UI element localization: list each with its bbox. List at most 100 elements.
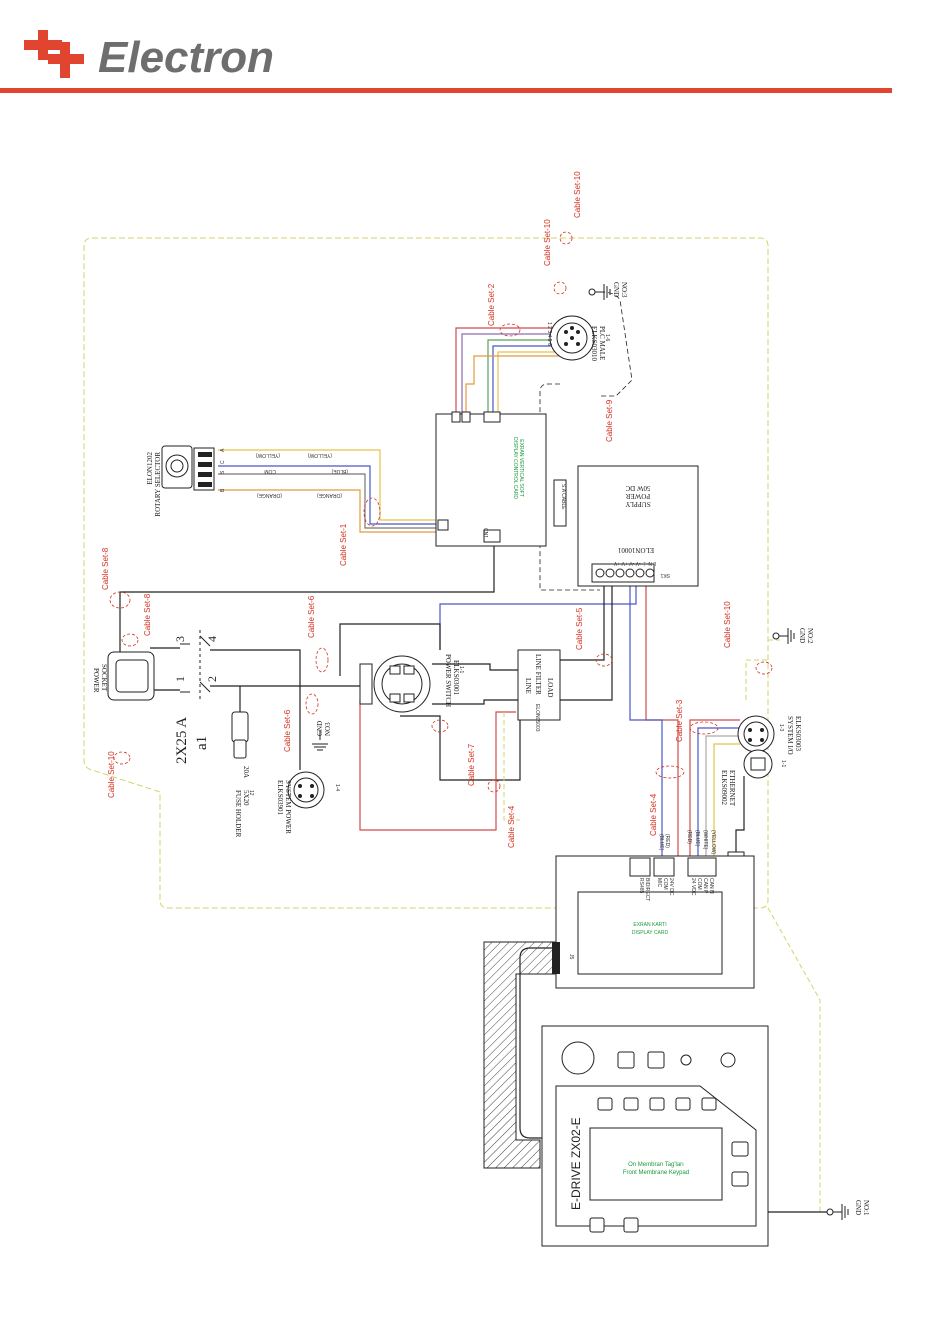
wire-rotary-yellow (218, 449, 440, 521)
wire-ethernet (735, 776, 745, 860)
rotary-pin-b: B (220, 488, 226, 492)
plc-part: ELKS03010 (590, 326, 598, 362)
power-socket-line1: POWER (92, 668, 100, 693)
rotary-wire-com: COM (264, 468, 276, 474)
rotary-wire-yellow: (YELLOW) (255, 452, 280, 458)
cable-set-5: Cable Set-5 (575, 607, 584, 650)
display-port-bidirect: BIDIRECT (644, 878, 650, 901)
cable-set-7: Cable Set-7 (467, 743, 476, 786)
rotary-pin-s: S (220, 470, 226, 474)
display-card-j5: J5 (568, 954, 574, 960)
wire-psu-black2 (560, 586, 605, 661)
line-filter-load: LOAD (546, 678, 554, 697)
edrive-screen (589, 1127, 723, 1201)
psu-line2: POWER (625, 492, 650, 500)
control-card: EXRAN VERTICAL SOFT DISPLAY CONTROL CARD… (435, 411, 547, 547)
logo-text: Electron (98, 33, 274, 82)
display-port-cann: CAN N (708, 878, 714, 894)
system-power-name: SYSTEM POWER (284, 780, 292, 834)
wire-switch-bottom (400, 715, 521, 781)
sa-cable: S.A CABLE (553, 479, 567, 527)
wire-plc-1 (455, 327, 560, 416)
cable-markers (109, 231, 773, 793)
wire-plc-4 (492, 345, 560, 416)
system-io-line1: SYSTEM I/O (786, 716, 794, 755)
line-filter: LINE FILTER LINE LOAD ELON05003 (517, 649, 561, 732)
wire-rotary-blue (218, 465, 440, 525)
wire-io-red (689, 719, 740, 860)
io-wire-yellow: (YELLOW) (710, 830, 716, 855)
edrive-eject-icon (731, 1171, 749, 1187)
wire-plc-5 (497, 351, 560, 416)
cable-set-10a: Cable Set-10 (543, 219, 552, 266)
control-card-line1: EXRAN VERTICAL SOFT (518, 439, 524, 497)
io-wire-blue: (BLUE) (694, 830, 700, 847)
gnd-2: GND NO:2 (772, 628, 814, 644)
edrive-unit: On Membran Tag'ları Front Membrane Keypa… (541, 1025, 769, 1247)
breaker-pin-1: 1 (173, 676, 187, 682)
edrive-screen-line1: On Membran Tag'ları (628, 1162, 684, 1168)
wire-plc-6 (465, 355, 560, 416)
fuse-line2: 5X20 (242, 790, 250, 806)
display-port-24v: 24V DC (668, 878, 674, 896)
display-card-line2: DISPLAY CARD (632, 930, 669, 936)
rotary-wire-blue: (BLUE) (331, 468, 348, 474)
line-filter-title: LINE FILTER (534, 654, 542, 695)
display-port-com: COM (662, 878, 668, 890)
wire-psu-blue (439, 586, 637, 650)
edrive-up-icon (731, 1141, 749, 1157)
breaker-type: a1 (194, 736, 210, 750)
edrive-key-row (597, 1097, 717, 1111)
ground-dash-filter (503, 712, 520, 821)
ethernet-pin: 1-1 (780, 760, 786, 767)
cable-set-6b: Cable Set-6 (283, 709, 292, 752)
edrive-power-icon (589, 1217, 605, 1233)
gnd-3: GND NO:3 (588, 282, 628, 300)
wire-io-yellow (713, 743, 740, 860)
psu-line1: 50W DC (625, 484, 650, 492)
control-card-cn1: CN1 (482, 528, 488, 538)
rotary-name: ROTARY SELECTOR (154, 452, 162, 517)
display-port-com2: COM (696, 878, 702, 890)
system-io: SYSTEM I/O ELKS03003 1-3 (737, 715, 802, 755)
psu-part: ELON10001 (617, 546, 654, 554)
gnd-no3-filter: GND NO3 (312, 721, 332, 751)
cable-set-10b: Cable Set-10 (573, 171, 582, 218)
display-card-line1: EXRAN KARTI (633, 922, 666, 928)
system-power: ELKS03901 SYSTEM POWER 1-4 (276, 771, 340, 834)
breaker-pin-3: 3 (173, 636, 187, 642)
edrive-indicator-icon (720, 1052, 736, 1068)
wire-psu-blue2 (629, 586, 663, 860)
cabinet-boundary (83, 237, 769, 909)
gnd1-line1: GND (854, 1200, 862, 1215)
cable-set-4a: Cable Set-4 (649, 793, 658, 836)
ethernet-part: ELKS09002 (720, 770, 728, 806)
wire-plc-2 (461, 333, 560, 416)
system-power-part: ELKS03901 (276, 780, 284, 816)
edrive-grid-icon (623, 1217, 639, 1233)
power-socket: POWER SOCKET (92, 651, 155, 701)
wire-plc-3 (487, 339, 560, 416)
rotary-wire-yellow2: (YELLOW) (307, 452, 332, 458)
wire-switch-loop (339, 623, 441, 676)
power-supply: 50W DC POWER SUPPLY ELON10001 L N ⏚ -V -… (577, 465, 699, 587)
logo-plus-icon (24, 30, 84, 78)
plc-pins: 1 2 3 4 5 6 (546, 322, 552, 346)
edrive-knob-icon (561, 1041, 595, 1075)
plc-connector: ELKS03010 PLC MALE 1-6 1 2 3 4 5 6 (546, 315, 610, 362)
power-switch: POWER SWITCH ELKS03001 1-1 (359, 654, 464, 713)
rotary-selector: ELON1202 ROTARY SELECTOR B S C A (YELLOW… (146, 445, 348, 517)
display-wire-blue: (BLUE) (658, 834, 664, 851)
rotary-part: ELON1202 (146, 452, 154, 485)
ethernet: ELKS09002 ETHERNET 1-1 (720, 749, 786, 871)
gnd2-line1: GND (798, 628, 806, 643)
edrive-gear-icon (680, 1054, 692, 1066)
control-card-line2: DISPLAY CONTROL CARD (512, 437, 518, 499)
breaker-pin-4: 4 (205, 636, 219, 642)
breaker: 3 4 1 2 2X25 A a1 (173, 630, 219, 764)
display-port-canp: CAN P (702, 878, 708, 894)
cable-set-8a: Cable Set-8 (101, 547, 110, 590)
io-wire-white: (WHITE) (702, 830, 708, 850)
rotary-wire-orange: (ORANGE) (257, 492, 282, 498)
